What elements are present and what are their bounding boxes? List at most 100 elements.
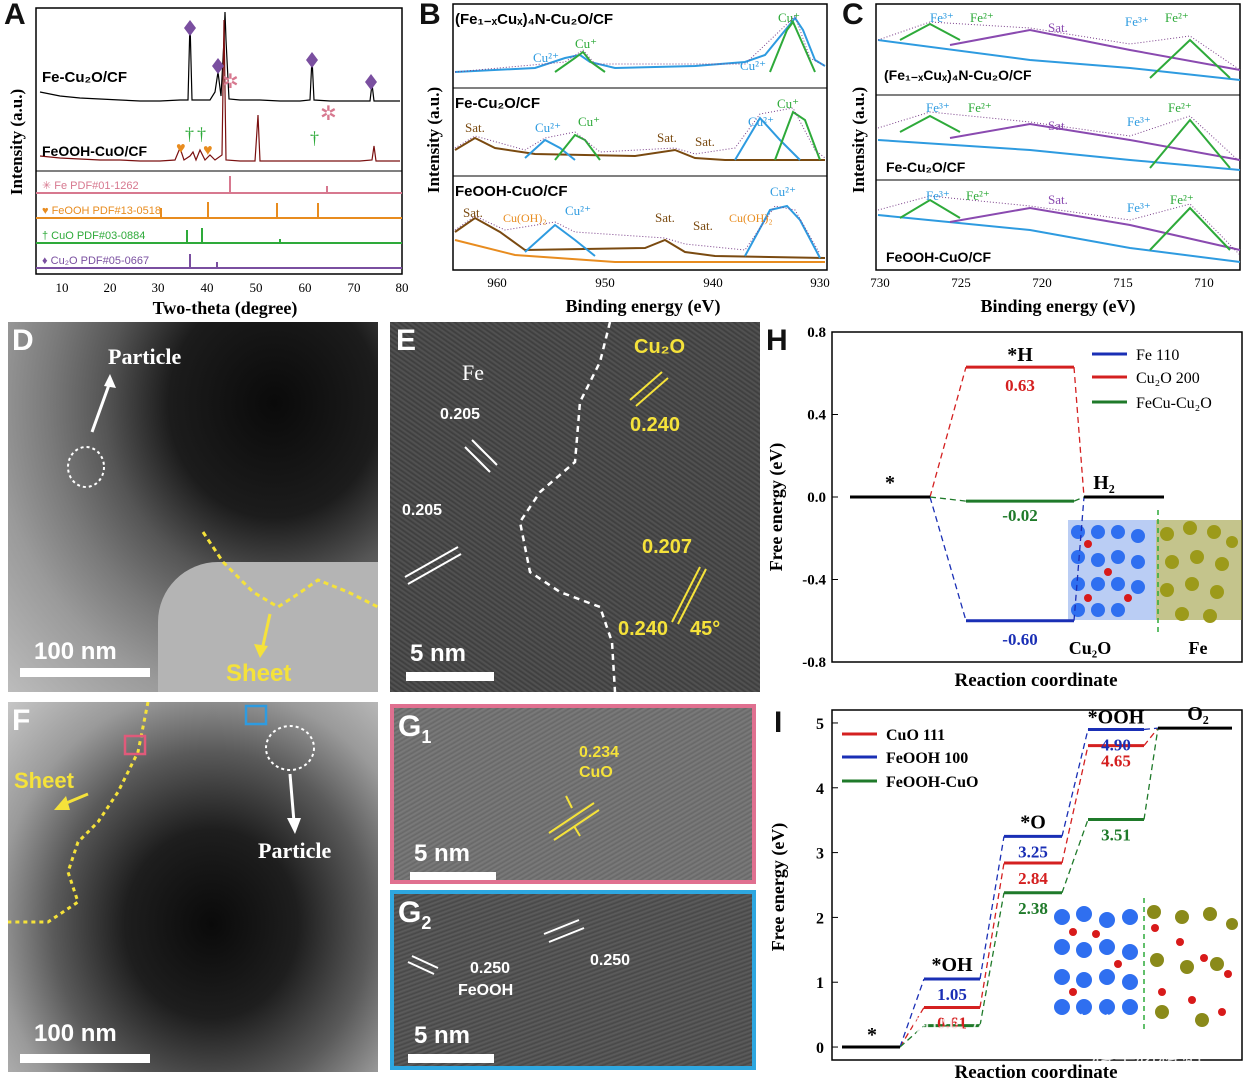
peak-label: Fe³⁺ bbox=[926, 100, 950, 115]
y-tick-label: 0.4 bbox=[807, 408, 826, 424]
peak-label: Cu²⁺ bbox=[748, 114, 774, 129]
peak-label: Fe²⁺ bbox=[1168, 100, 1192, 115]
peak-label: Fe²⁺ bbox=[1170, 192, 1194, 207]
xps-cu-sample-2: Fe-Cu₂O/CF bbox=[455, 95, 540, 112]
scale-label: 5 nm bbox=[414, 1022, 471, 1049]
oer-ylabel: Free energy (eV) bbox=[768, 823, 789, 952]
xps-cu-xtick: 930 bbox=[810, 275, 830, 290]
scale-label: 100 nm bbox=[34, 638, 117, 665]
panel-a-xrd: ✲✲ ††† ♥♥ Fe-Cu₂O/CF FeOOH-CuO/CF ✳ Fe P… bbox=[0, 0, 415, 320]
tem-image-d: Particle Sheet 100 nm D bbox=[8, 322, 378, 692]
y-tick-label: -0.4 bbox=[802, 573, 826, 589]
xrd-xtick: 50 bbox=[250, 280, 263, 295]
fe-label: Fe bbox=[462, 360, 484, 385]
scale-label: 100 nm bbox=[34, 1020, 117, 1047]
peak-label: Fe²⁺ bbox=[966, 188, 990, 203]
value-label: -0.60 bbox=[1002, 630, 1037, 649]
xps-fe-sample-3: FeOOH-CuO/CF bbox=[886, 249, 991, 265]
peak-label: Cu²⁺ bbox=[740, 58, 766, 73]
tem-image-e: Fe 0.205 0.205 Cu₂O 0.240 0.207 0.240 45… bbox=[390, 322, 760, 692]
peak-label: Sat. bbox=[655, 210, 675, 225]
xps-fe-xtick: 730 bbox=[870, 275, 890, 290]
peak-label: Fe³⁺ bbox=[930, 10, 954, 25]
xps-fe-xtick: 725 bbox=[951, 275, 971, 290]
xps-fe-xtick: 715 bbox=[1113, 275, 1133, 290]
connector bbox=[1143, 727, 1159, 731]
panel-label-h: H bbox=[766, 324, 788, 357]
oer-free-energy-chart: 5432101.050.613.252.842.384.904.653.51**… bbox=[768, 703, 1243, 1083]
connector bbox=[929, 366, 967, 498]
tem-image-g1: 0.234 CuO 5 nm G1 bbox=[390, 704, 756, 884]
panel-label-g1: G1 bbox=[398, 710, 432, 747]
xrd-ylabel: Intensity (a.u.) bbox=[7, 89, 26, 195]
panel-label-f: F bbox=[12, 704, 31, 737]
connector bbox=[899, 1025, 925, 1048]
xps-fe-xtick: 710 bbox=[1194, 275, 1214, 290]
state-label: *O bbox=[1020, 811, 1046, 833]
connector bbox=[899, 1007, 925, 1048]
peak-label: Fe³⁺ bbox=[1127, 114, 1151, 129]
value-label: 2.84 bbox=[1018, 869, 1048, 888]
peak-label: Sat. bbox=[657, 130, 677, 145]
xps-fe-xlabel: Binding energy (eV) bbox=[981, 296, 1136, 317]
legend-label: Cu₂O 200 bbox=[1136, 370, 1200, 387]
xps-fe-ylabel: Intensity (a.u.) bbox=[849, 87, 868, 193]
y-tick-label: 0 bbox=[816, 1040, 824, 1057]
xrd-ref-feooh: ♥ FeOOH PDF#13-0518 bbox=[42, 205, 161, 217]
peak-label: Cu²⁺ bbox=[533, 50, 559, 65]
xrd-xtick: 80 bbox=[396, 280, 409, 295]
connector bbox=[929, 496, 967, 502]
svg-text:♥: ♥ bbox=[176, 140, 186, 157]
watermark-text: 科学材料站 bbox=[1092, 1044, 1202, 1069]
legend-label: FeOOH 100 bbox=[886, 750, 968, 767]
y-tick-label: 3 bbox=[816, 846, 824, 863]
peak-label: Sat. bbox=[1048, 192, 1068, 207]
xps-cu-ylabel: Intensity (a.u.) bbox=[424, 87, 443, 193]
svg-text:✲: ✲ bbox=[320, 103, 337, 125]
d-spacing-label: 0.240 bbox=[618, 618, 669, 640]
d-spacing-label: 0.205 bbox=[402, 502, 443, 519]
connector bbox=[1061, 745, 1089, 864]
xps-fe-sample-2: Fe-Cu₂O/CF bbox=[886, 159, 966, 175]
connector bbox=[979, 862, 1005, 1008]
particle-label: Particle bbox=[108, 344, 182, 369]
y-tick-label: 2 bbox=[816, 910, 824, 927]
peak-label: Cu⁺ bbox=[575, 36, 597, 51]
watermark-text: 知乎 @科学材料站 bbox=[912, 1012, 1128, 1042]
peak-label: Cu²⁺ bbox=[535, 120, 561, 135]
xps-cu-xlabel: Binding energy (eV) bbox=[566, 296, 721, 317]
panel-b-xps-cu: (Fe₁₋ₓCuₓ)₄N-Cu₂O/CF Fe-Cu₂O/CF FeOOH-Cu… bbox=[415, 0, 830, 320]
state-label: H₂ bbox=[1093, 472, 1115, 494]
peak-label: Fe²⁺ bbox=[968, 100, 992, 115]
value-label: 3.25 bbox=[1018, 842, 1048, 861]
legend-label: CuO 111 bbox=[886, 727, 945, 744]
d-spacing-label: 0.205 bbox=[440, 406, 481, 423]
svg-text:♥: ♥ bbox=[203, 142, 213, 159]
d-spacing-label: 0.234 bbox=[579, 744, 620, 761]
peak-label: Sat. bbox=[693, 218, 713, 233]
xps-cu-chart: (Fe₁₋ₓCuₓ)₄N-Cu₂O/CF Fe-Cu₂O/CF FeOOH-Cu… bbox=[424, 3, 830, 317]
svg-text:†: † bbox=[197, 124, 206, 144]
scale-label: 5 nm bbox=[410, 640, 467, 667]
peak-label: Cu(OH)₂ bbox=[503, 211, 547, 225]
y-tick-label: 4 bbox=[816, 781, 824, 798]
state-label: * bbox=[885, 472, 895, 494]
xps-fe-chart: (Fe₁₋ₓCuₓ)₄N-Cu₂O/CF Fe-Cu₂O/CF FeOOH-Cu… bbox=[849, 3, 1241, 317]
state-label: *H bbox=[1007, 344, 1033, 366]
connector bbox=[1073, 367, 1085, 498]
scale-bar bbox=[410, 872, 496, 880]
peak-label: Fe³⁺ bbox=[1125, 14, 1149, 29]
connector bbox=[1143, 727, 1159, 747]
peak-label: Sat. bbox=[695, 134, 715, 149]
scale-label: 5 nm bbox=[414, 840, 471, 867]
peak-label: Cu⁺ bbox=[778, 10, 800, 25]
d-spacing-label: 0.250 bbox=[470, 960, 511, 977]
xps-cu-xtick: 950 bbox=[595, 275, 615, 290]
svg-text:†: † bbox=[185, 124, 194, 144]
xps-cu-sample-3: FeOOH-CuO/CF bbox=[455, 183, 568, 200]
value-label: 0.63 bbox=[1005, 376, 1035, 395]
angle-label: 45° bbox=[690, 618, 721, 640]
xrd-xtick: 70 bbox=[348, 280, 361, 295]
particle-label: Particle bbox=[258, 838, 332, 863]
